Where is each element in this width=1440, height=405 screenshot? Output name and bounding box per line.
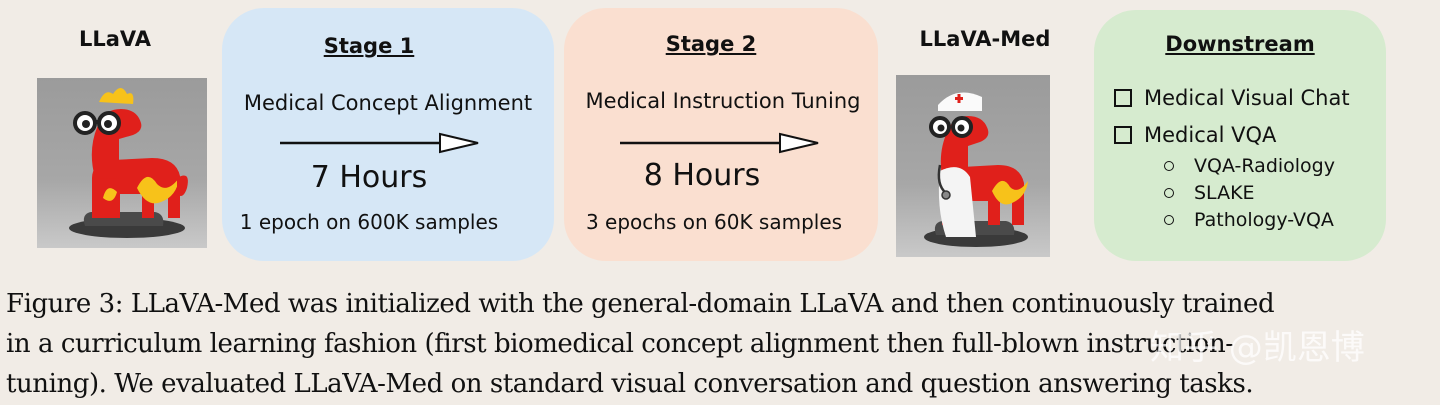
stage2-duration: 8 Hours (643, 158, 761, 193)
bullet-circle-icon (1164, 215, 1174, 225)
downstream-item-label: Medical VQA (1144, 123, 1277, 147)
checkbox-icon (1114, 126, 1132, 144)
bullet-circle-icon (1164, 188, 1174, 198)
stage1-samples: 1 epoch on 600K samples (239, 210, 499, 234)
bullet-circle-icon (1164, 161, 1174, 171)
caption-line: tuning). We evaluated LLaVA-Med on stand… (6, 369, 1254, 399)
downstream-subitem: SLAKE (1164, 182, 1255, 204)
downstream-item: Medical VQA (1114, 123, 1276, 147)
downstream-subitem: Pathology-VQA (1164, 209, 1334, 231)
watermark: 知乎 @凯恩博 (1150, 328, 1365, 368)
downstream-subitem-label: SLAKE (1194, 182, 1255, 204)
stage2-description: Medical Instruction Tuning (585, 89, 861, 113)
llava-med-label: LLaVA-Med (919, 27, 1051, 51)
stage2-title: Stage 2 (665, 32, 757, 56)
stage2-arrow (620, 132, 819, 154)
caption-line: in a curriculum learning fashion (first … (6, 329, 1234, 359)
downstream-item-label: Medical Visual Chat (1144, 86, 1350, 110)
downstream-subitem-label: Pathology-VQA (1194, 209, 1334, 231)
llava-label: LLaVA (78, 27, 151, 51)
downstream-item: Medical Visual Chat (1114, 86, 1350, 110)
doctor-llama-icon (924, 92, 1028, 247)
checkbox-icon (1114, 89, 1132, 107)
llava-mascot-image (37, 78, 207, 248)
stage1-arrow (280, 132, 479, 154)
llava-med-mascot-image (896, 75, 1050, 257)
llama-icon (69, 88, 188, 238)
stage2-panel (564, 8, 878, 261)
caption-line: Figure 3: LLaVA-Med was initialized with… (6, 289, 1275, 319)
figure-caption: Figure 3: LLaVA-Med was initialized with… (6, 284, 1434, 404)
stage2-samples: 3 epochs on 60K samples (585, 210, 843, 234)
downstream-subitem-label: VQA-Radiology (1194, 155, 1335, 177)
stage1-title: Stage 1 (323, 34, 415, 58)
downstream-panel (1094, 10, 1386, 261)
stage1-duration: 7 Hours (310, 160, 428, 195)
downstream-subitem: VQA-Radiology (1164, 155, 1335, 177)
downstream-title: Downstream (1165, 32, 1315, 56)
stage1-panel (222, 8, 554, 261)
stage1-description: Medical Concept Alignment (243, 91, 533, 115)
